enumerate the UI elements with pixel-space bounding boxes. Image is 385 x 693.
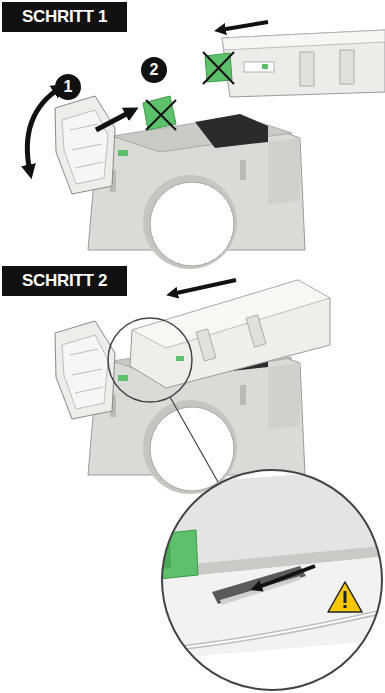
callout-circle <box>141 57 167 83</box>
callout-number: 1 <box>64 78 73 96</box>
step-heading: SCHRITT 1 <box>2 2 127 32</box>
callout-number: 1 <box>55 74 81 100</box>
callout-number: 2 <box>150 61 159 79</box>
step-heading: SCHRITT 2 <box>2 266 127 296</box>
callout-circle <box>55 74 81 100</box>
callout-number: 2 <box>141 57 167 83</box>
step-label: SCHRITT 1 <box>22 7 107 27</box>
step-label: SCHRITT 2 <box>22 271 107 291</box>
